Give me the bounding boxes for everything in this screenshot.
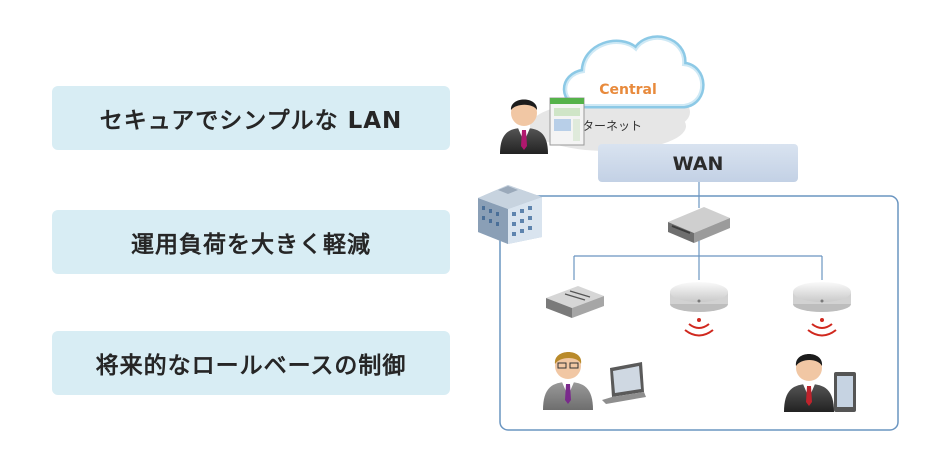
laptop-icon bbox=[602, 362, 646, 404]
browser-window-icon bbox=[549, 97, 585, 146]
wan-box: WAN bbox=[598, 144, 798, 182]
network-links bbox=[573, 177, 823, 280]
feature-label: 将来的なロールベースの制御 bbox=[95, 353, 407, 379]
central-cloud: Central bbox=[562, 35, 705, 109]
wifi-signal-icon bbox=[684, 318, 714, 337]
access-point-icon bbox=[793, 282, 851, 312]
feature-reduce-workload: 運用負荷を大きく軽減 bbox=[52, 210, 450, 274]
feature-secure-lan: セキュアでシンプルな LAN bbox=[52, 86, 450, 150]
cloud-label: Central bbox=[599, 82, 657, 98]
building-icon bbox=[478, 185, 542, 244]
wifi-signal-icon bbox=[807, 318, 837, 337]
feature-label: セキュアでシンプルな LAN bbox=[99, 108, 403, 134]
wan-label: WAN bbox=[673, 153, 724, 175]
access-point-icon bbox=[670, 282, 728, 312]
gateway-icon bbox=[668, 207, 730, 243]
user-icon bbox=[543, 352, 593, 410]
feature-role-based-control: 将来的なロールベースの制御 bbox=[52, 331, 450, 395]
feature-label: 運用負荷を大きく軽減 bbox=[131, 232, 371, 258]
switch-icon bbox=[546, 286, 604, 318]
tablet-icon bbox=[834, 372, 856, 412]
user-icon bbox=[784, 354, 834, 412]
remote-admin-icon bbox=[500, 99, 548, 154]
